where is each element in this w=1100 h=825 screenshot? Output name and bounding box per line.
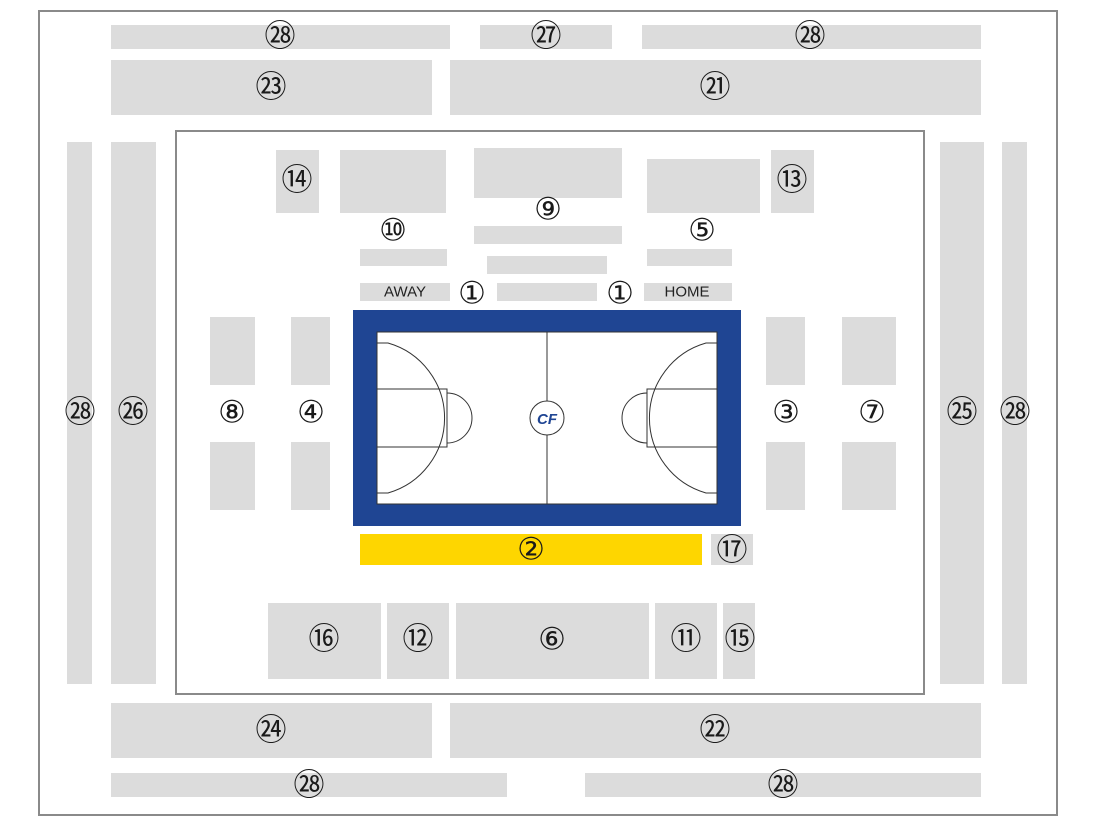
zone-22-label: ㉒: [699, 712, 731, 749]
zone-16-label: ⑯: [308, 621, 340, 658]
seating-block-25[interactable]: [940, 142, 984, 684]
zone-8-label: ⑧: [218, 394, 246, 431]
right-three-point-arc: [648, 342, 717, 494]
center-logo: CF: [537, 411, 558, 428]
seating-block-2[interactable]: [360, 534, 702, 565]
seating-block-9-lower[interactable]: [474, 226, 622, 244]
seating-block-12[interactable]: [387, 603, 449, 679]
seating-block-8-lower[interactable]: [210, 442, 255, 510]
seating-block-11[interactable]: [655, 603, 717, 679]
zone-28-left-label: ㉘: [64, 394, 96, 431]
zone-28-right-label: ㉘: [999, 394, 1031, 431]
seating-block-7-lower[interactable]: [842, 442, 896, 510]
seating-block-28-bottom-right[interactable]: [585, 773, 981, 797]
seating-block-4-upper[interactable]: [291, 317, 330, 385]
seating-block-28-left[interactable]: [67, 142, 92, 684]
right-free-throw-arc: [621, 392, 648, 444]
zone-27-label: ㉗: [530, 18, 562, 55]
zone-15-label: ⑮: [724, 621, 756, 658]
home-bench-block[interactable]: [644, 283, 732, 301]
zone-28-top-right-label: ㉘: [794, 18, 826, 55]
seating-block-28-top-right[interactable]: [642, 25, 981, 49]
zone-1-away-label: ①: [458, 275, 486, 312]
seating-block-21[interactable]: [450, 60, 981, 115]
zone-25-label: ㉕: [946, 394, 978, 431]
seating-block-8-upper[interactable]: [210, 317, 255, 385]
zone-2-label: ②: [517, 531, 545, 568]
seating-block-9-upper[interactable]: [474, 148, 622, 198]
seating-block-28-top-left[interactable]: [111, 25, 450, 49]
seating-block-10-upper[interactable]: [340, 150, 446, 213]
zone-10-label: ⑩: [379, 212, 407, 249]
seating-block-6[interactable]: [456, 603, 649, 679]
seating-block-5-lower[interactable]: [647, 249, 732, 266]
right-key: [646, 388, 718, 448]
seating-block-16[interactable]: [268, 603, 381, 679]
seating-block-10-lower[interactable]: [360, 249, 447, 266]
seating-block-14[interactable]: [276, 150, 319, 213]
zone-28-bottom-right-label: ㉘: [767, 767, 799, 804]
home-label: HOME: [664, 283, 710, 301]
zone-3-label: ③: [772, 394, 800, 431]
away-label: AWAY: [384, 283, 426, 301]
seating-block-24[interactable]: [111, 703, 432, 758]
zone-26-label: ㉖: [117, 394, 149, 431]
seating-block-28-right[interactable]: [1002, 142, 1027, 684]
left-key: [376, 388, 448, 448]
away-bench-block[interactable]: [360, 283, 450, 301]
seating-block-7-upper[interactable]: [842, 317, 896, 385]
zone-28-bottom-left-label: ㉘: [293, 767, 325, 804]
seating-block-4-lower[interactable]: [291, 442, 330, 510]
zone-6-label: ⑥: [538, 621, 566, 658]
arena-floor-outline: [175, 130, 925, 695]
seating-block-17[interactable]: [711, 534, 753, 565]
zone-4-label: ④: [297, 394, 325, 431]
zone-13-label: ⑬: [776, 162, 808, 199]
seating-block-15[interactable]: [723, 603, 755, 679]
zone-1-home-label: ①: [606, 275, 634, 312]
center-circle: [529, 400, 565, 436]
zone-24-label: ㉔: [255, 712, 287, 749]
left-free-throw-arc: [446, 392, 473, 444]
zone-14-label: ⑭: [281, 162, 313, 199]
zone-9-label: ⑨: [534, 191, 562, 228]
seating-block-3-lower[interactable]: [766, 442, 805, 510]
seating-block-center-bench[interactable]: [487, 256, 607, 274]
zone-17-label: ⑰: [716, 532, 748, 569]
venue-outline: [38, 10, 1058, 816]
scorer-table-block[interactable]: [497, 283, 597, 301]
left-three-point-arc: [377, 342, 446, 494]
zone-23-label: ㉓: [255, 69, 287, 106]
seating-block-23[interactable]: [111, 60, 432, 115]
zone-11-label: ⑪: [670, 621, 702, 658]
seating-block-28-bottom-left[interactable]: [111, 773, 507, 797]
zone-5-label: ⑤: [688, 212, 716, 249]
zone-28-top-left-label: ㉘: [264, 18, 296, 55]
zone-7-label: ⑦: [858, 394, 886, 431]
seating-block-26[interactable]: [111, 142, 156, 684]
basketball-court: CF: [353, 310, 741, 526]
seating-block-22[interactable]: [450, 703, 981, 758]
zone-21-label: ㉑: [699, 69, 731, 106]
seating-block-3-upper[interactable]: [766, 317, 805, 385]
seating-block-5-upper[interactable]: [647, 159, 760, 213]
seating-block-13[interactable]: [771, 150, 814, 213]
zone-12-label: ⑫: [402, 621, 434, 658]
seating-block-27[interactable]: [480, 25, 612, 49]
